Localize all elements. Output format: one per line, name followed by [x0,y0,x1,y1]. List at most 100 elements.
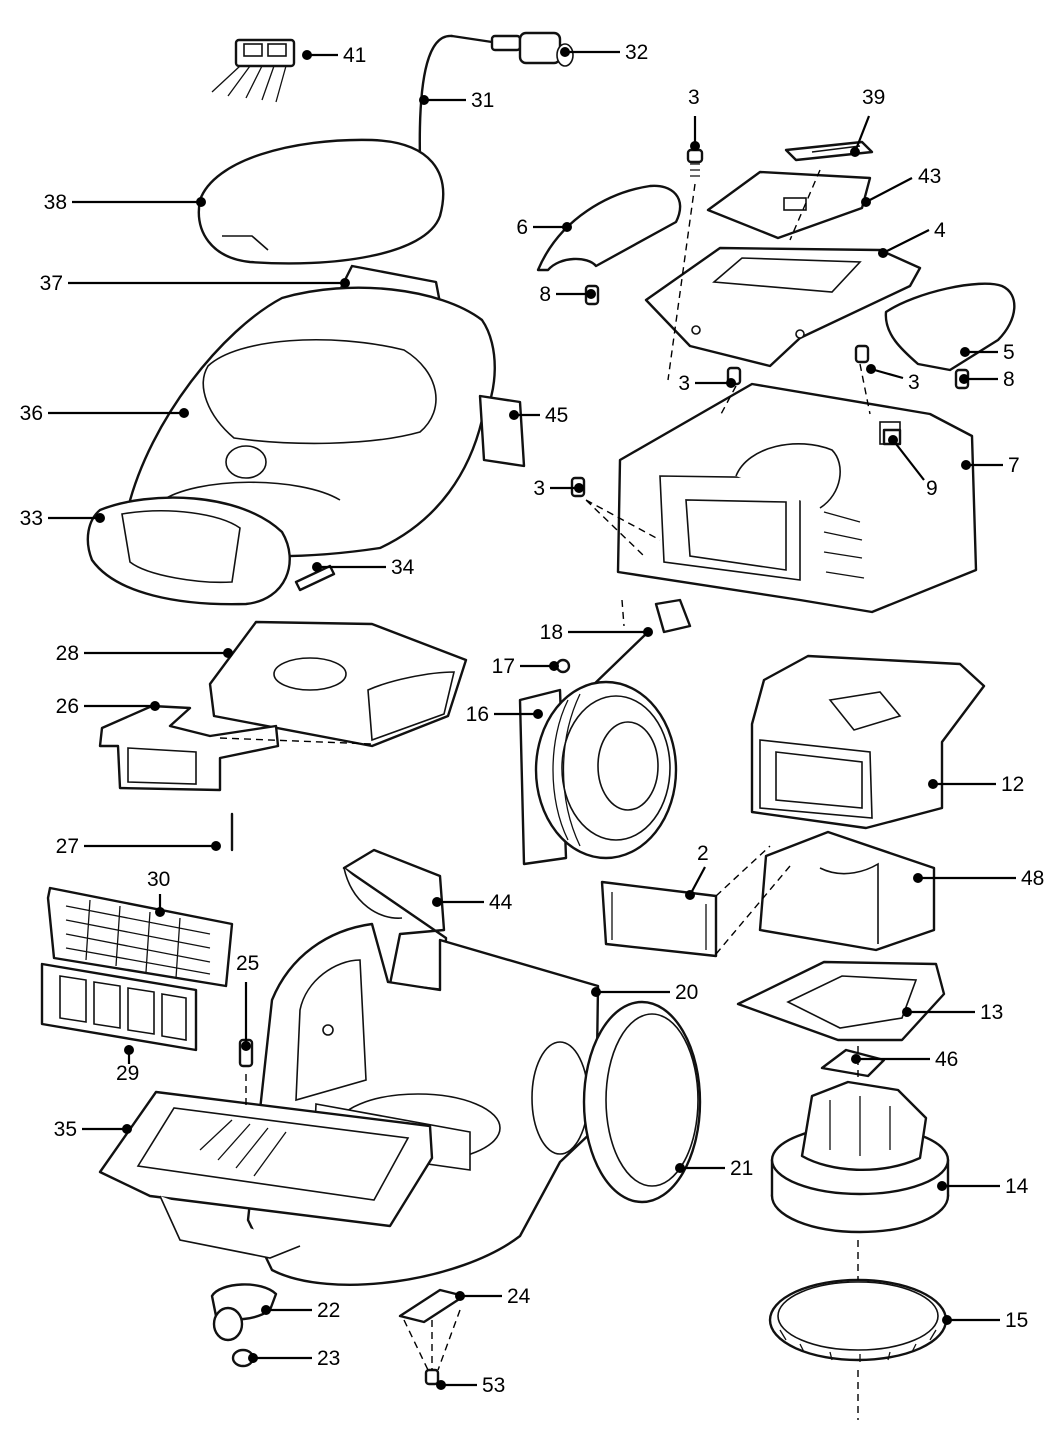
part-number-label: 46 [935,1048,958,1071]
part-number-label: 35 [54,1118,77,1141]
part-28-dust-bag [208,620,468,748]
part-number-label: 3 [678,372,690,395]
callout-3-c3c: 3 [866,364,920,394]
leader-dot [509,410,519,420]
callout-3-c3b: 3 [678,372,736,395]
leader-dot [586,289,596,299]
callout-33-c33: 33 [20,507,105,530]
part-number-label: 26 [56,695,79,718]
callout-44-c44: 44 [432,891,513,914]
part-number-label: 39 [862,86,885,109]
leader-line [870,367,904,380]
part-15-ring [768,1278,948,1362]
leader-dot [196,197,206,207]
callout-12-c12: 12 [928,773,1024,796]
part-number-label: 4 [934,219,946,242]
leader-dot [533,709,543,719]
callout-36-c36: 36 [20,402,189,425]
part-number-label: 30 [147,868,170,891]
callout-31-c31: 31 [419,89,494,112]
callout-32-c32: 32 [560,41,648,64]
part-number-label: 14 [1005,1175,1029,1198]
leader-dot [155,907,165,917]
leader-line [882,229,930,254]
part-number-label: 53 [482,1374,505,1397]
callout-25-c25: 25 [236,952,259,1051]
part-number-label: 38 [44,191,67,214]
part-number-label: 25 [236,952,259,975]
part-number-label: 9 [926,477,938,500]
part-35-base-tray [98,1090,434,1259]
callout-17-c17: 17 [492,655,559,678]
leader-dot [942,1315,952,1325]
callout-14-c14: 14 [937,1175,1029,1198]
leader-dot [95,513,105,523]
callout-28-c28: 28 [56,642,233,665]
leader-dot [959,374,969,384]
callout-18-c18: 18 [540,621,653,644]
part-number-label: 28 [56,642,79,665]
leader-dot [878,248,888,258]
callout-9-c9: 9 [888,435,938,500]
callout-2-c2: 2 [685,842,709,900]
part-22-caster [210,1283,278,1342]
callout-39-c39: 39 [850,86,885,157]
part-31-cord [418,34,454,162]
part-number-label: 2 [697,842,709,865]
part-number-label: 31 [471,89,494,112]
callout-29-c29: 29 [116,1045,139,1085]
part-number-label: 18 [540,621,563,644]
part-number-label: 21 [730,1157,753,1180]
part-5-side-cover [884,282,1016,372]
leader-dot [312,562,322,572]
callout-27-c27: 27 [56,835,221,858]
part-number-label: 8 [539,283,551,306]
part-39-latch [784,140,874,162]
part-2-filter [600,880,718,958]
leader-line [865,177,913,203]
part-number-label: 5 [1003,341,1015,364]
callout-13-c13: 13 [902,1001,1003,1024]
leader-dot [850,147,860,157]
part-number-label: 32 [625,41,648,64]
leader-dot [340,278,350,288]
callout-38-c38: 38 [44,191,206,214]
leader-dot [302,50,312,60]
callout-21-c21: 21 [675,1157,753,1180]
part-45-flap [478,394,526,468]
leader-line [853,115,871,153]
callout-7-c7: 7 [961,454,1020,477]
leader-dot [675,1163,685,1173]
callout-23-c23: 23 [248,1347,340,1370]
callout-5-c5: 5 [960,341,1015,364]
callout-8-c8a: 8 [539,283,596,306]
leader-dot [549,661,559,671]
callout-8-c8b: 8 [959,368,1015,391]
leader-dot [436,1380,446,1390]
part-43-cover [706,170,872,240]
assembly-guides [219,169,871,1420]
leader-dot [150,701,160,711]
part-number-label: 22 [317,1299,340,1322]
part-38-top-lid [197,138,445,265]
leader-line [892,439,925,481]
callout-53-c53: 53 [436,1374,505,1397]
part-3-screw-top [686,148,704,177]
part-21-wheel [582,1000,702,1204]
leader-dot [241,1041,251,1051]
part-number-label: 15 [1005,1309,1028,1332]
callout-24-c24: 24 [455,1285,531,1308]
part-number-label: 8 [1003,368,1015,391]
part-number-label: 27 [56,835,79,858]
part-number-label: 13 [980,1001,1003,1024]
part-30-grille [46,886,234,988]
part-number-label: 43 [918,165,941,188]
part-26-bag-holder [98,704,280,792]
callout-16-c16: 16 [466,703,543,726]
leader-dot [690,141,700,151]
part-number-label: 17 [492,655,515,678]
leader-dot [961,460,971,470]
callout-45-c45: 45 [509,404,568,427]
callout-35-c35: 35 [54,1118,132,1141]
